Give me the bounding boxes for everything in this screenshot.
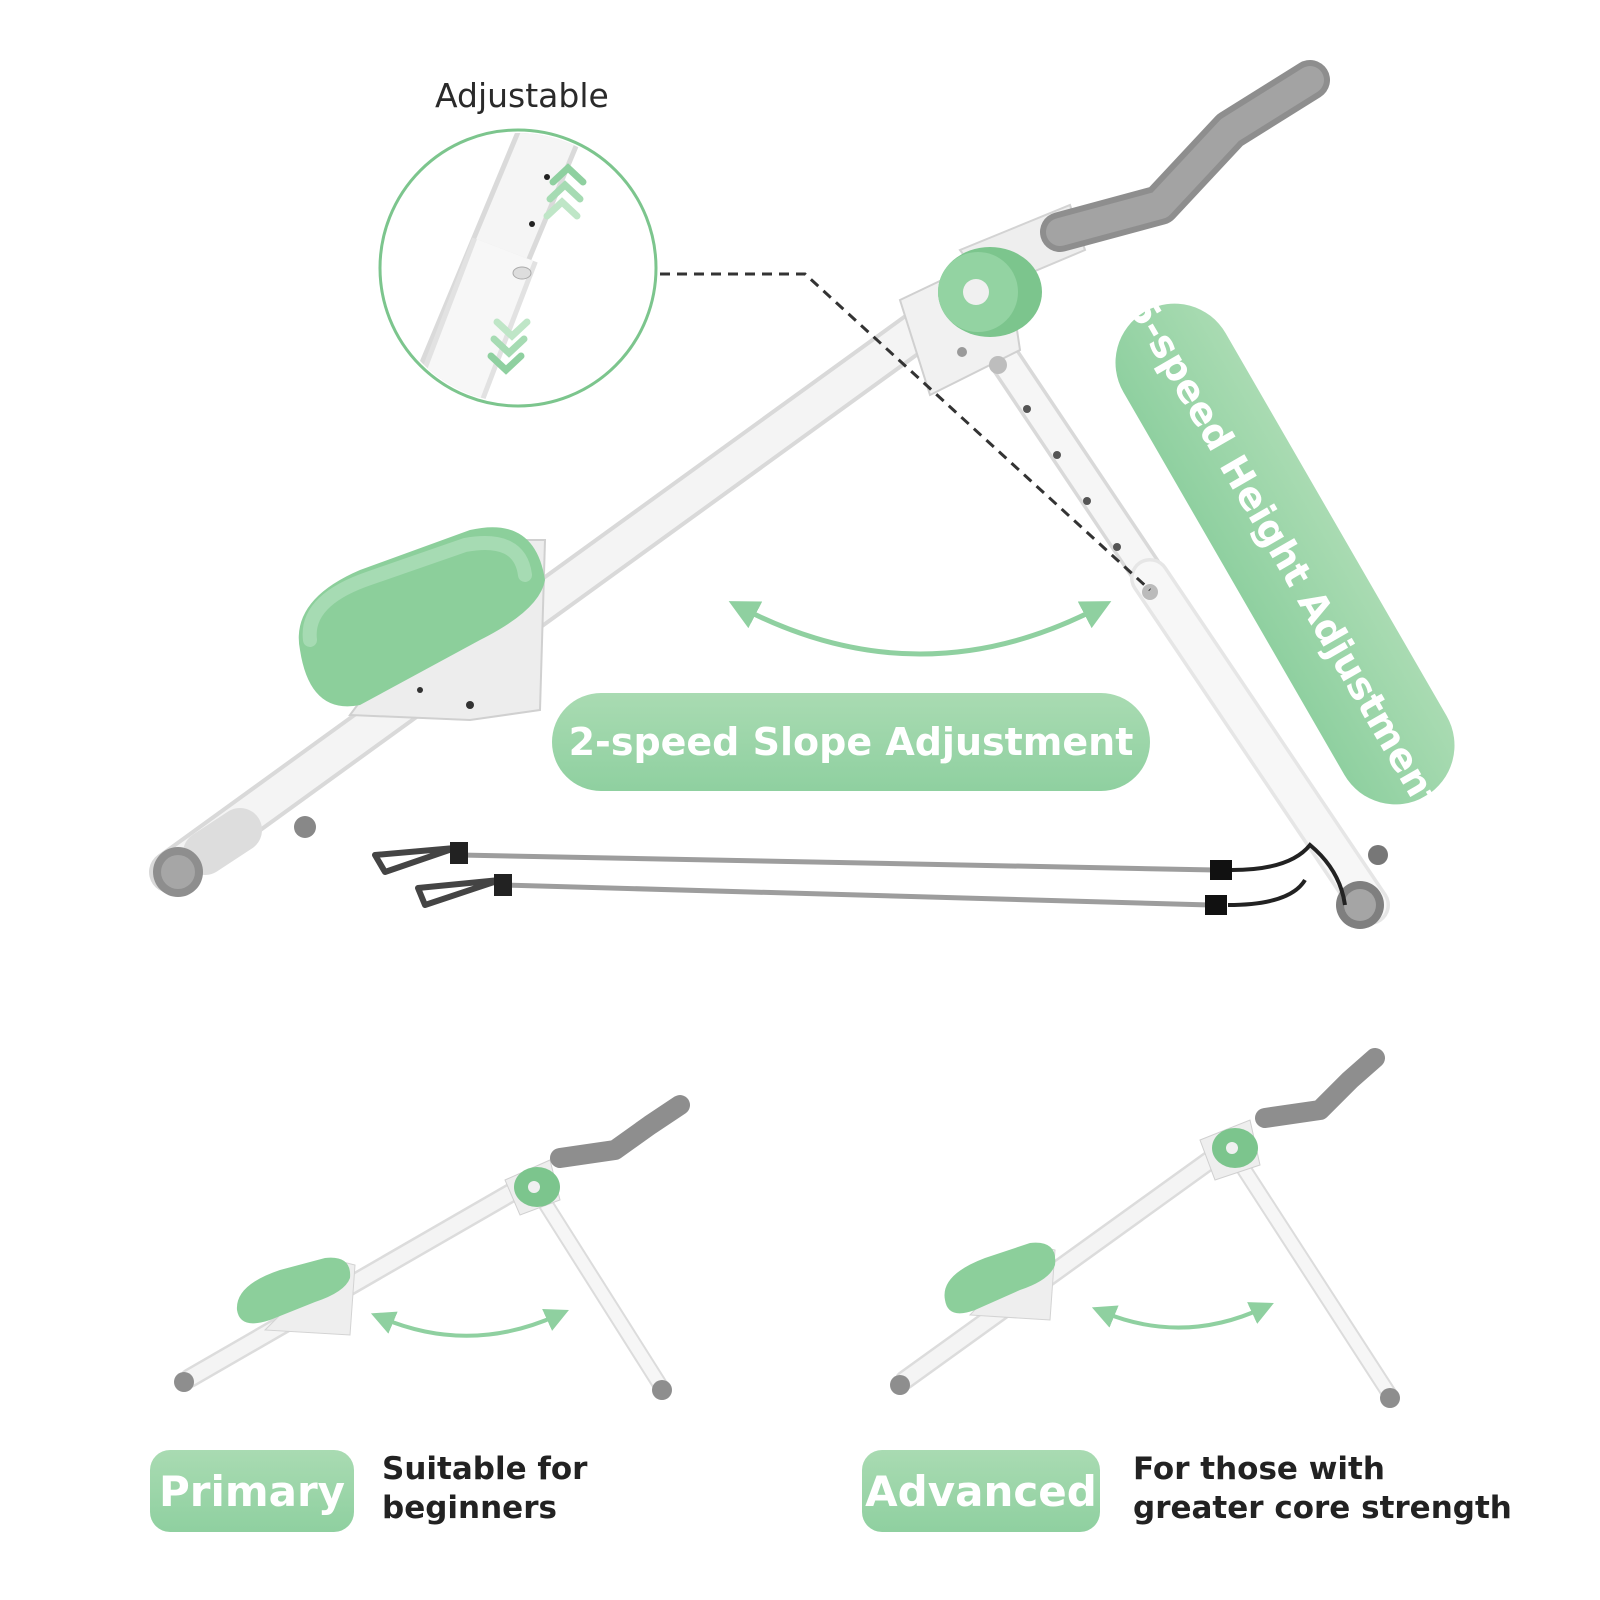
primary-machine (174, 1095, 690, 1400)
zoom-callout (378, 128, 658, 408)
adjustable-label: Adjustable (435, 76, 609, 115)
advanced-description-line-2: greater core strength (1133, 1490, 1512, 1526)
primary-description-line-1: Suitable for (382, 1451, 588, 1487)
chevron-up-down-icon (487, 163, 587, 375)
advanced-description: For those with greater core strength (1133, 1450, 1512, 1528)
slope-adjustment-badge: 2-speed Slope Adjustment (552, 693, 1150, 791)
curved-double-arrow-icon (370, 1309, 569, 1338)
curved-double-arrow-icon (728, 601, 1112, 657)
resistance-bands (372, 842, 1347, 915)
primary-description-line-2: beginners (382, 1490, 557, 1526)
advanced-description-line-1: For those with (1133, 1451, 1385, 1487)
advanced-badge: Advanced (862, 1450, 1100, 1532)
callout-leader-line (660, 272, 1152, 592)
advanced-machine (890, 1048, 1400, 1408)
curved-double-arrow-icon (1091, 1302, 1274, 1330)
primary-badge: Primary (150, 1450, 354, 1532)
primary-description: Suitable for beginners (382, 1450, 587, 1528)
